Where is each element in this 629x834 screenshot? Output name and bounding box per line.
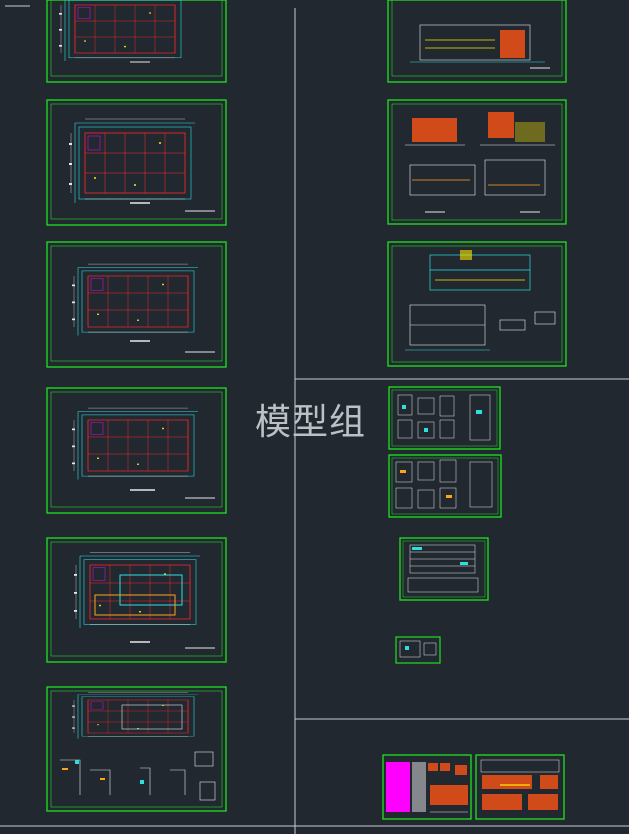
viewport-dividers [0, 5, 629, 834]
sheet-3[interactable] [46, 241, 227, 368]
sheet-8[interactable] [387, 99, 567, 225]
sheet-9[interactable] [387, 241, 567, 367]
sheet-15[interactable] [475, 754, 565, 820]
sheet-10[interactable] [388, 386, 501, 450]
sheet-2[interactable] [46, 99, 227, 226]
sheet-5[interactable] [46, 537, 227, 663]
watermark-text: 模型组 [255, 402, 367, 443]
sheet-14[interactable] [382, 754, 472, 820]
sheet-12[interactable] [399, 537, 489, 601]
sheet-4[interactable] [46, 387, 227, 514]
sheet-11[interactable] [388, 454, 502, 518]
sheet-6[interactable] [46, 686, 227, 812]
sheet-1[interactable] [46, 0, 227, 83]
sheet-7[interactable] [387, 0, 567, 83]
sheet-13[interactable] [395, 636, 441, 664]
